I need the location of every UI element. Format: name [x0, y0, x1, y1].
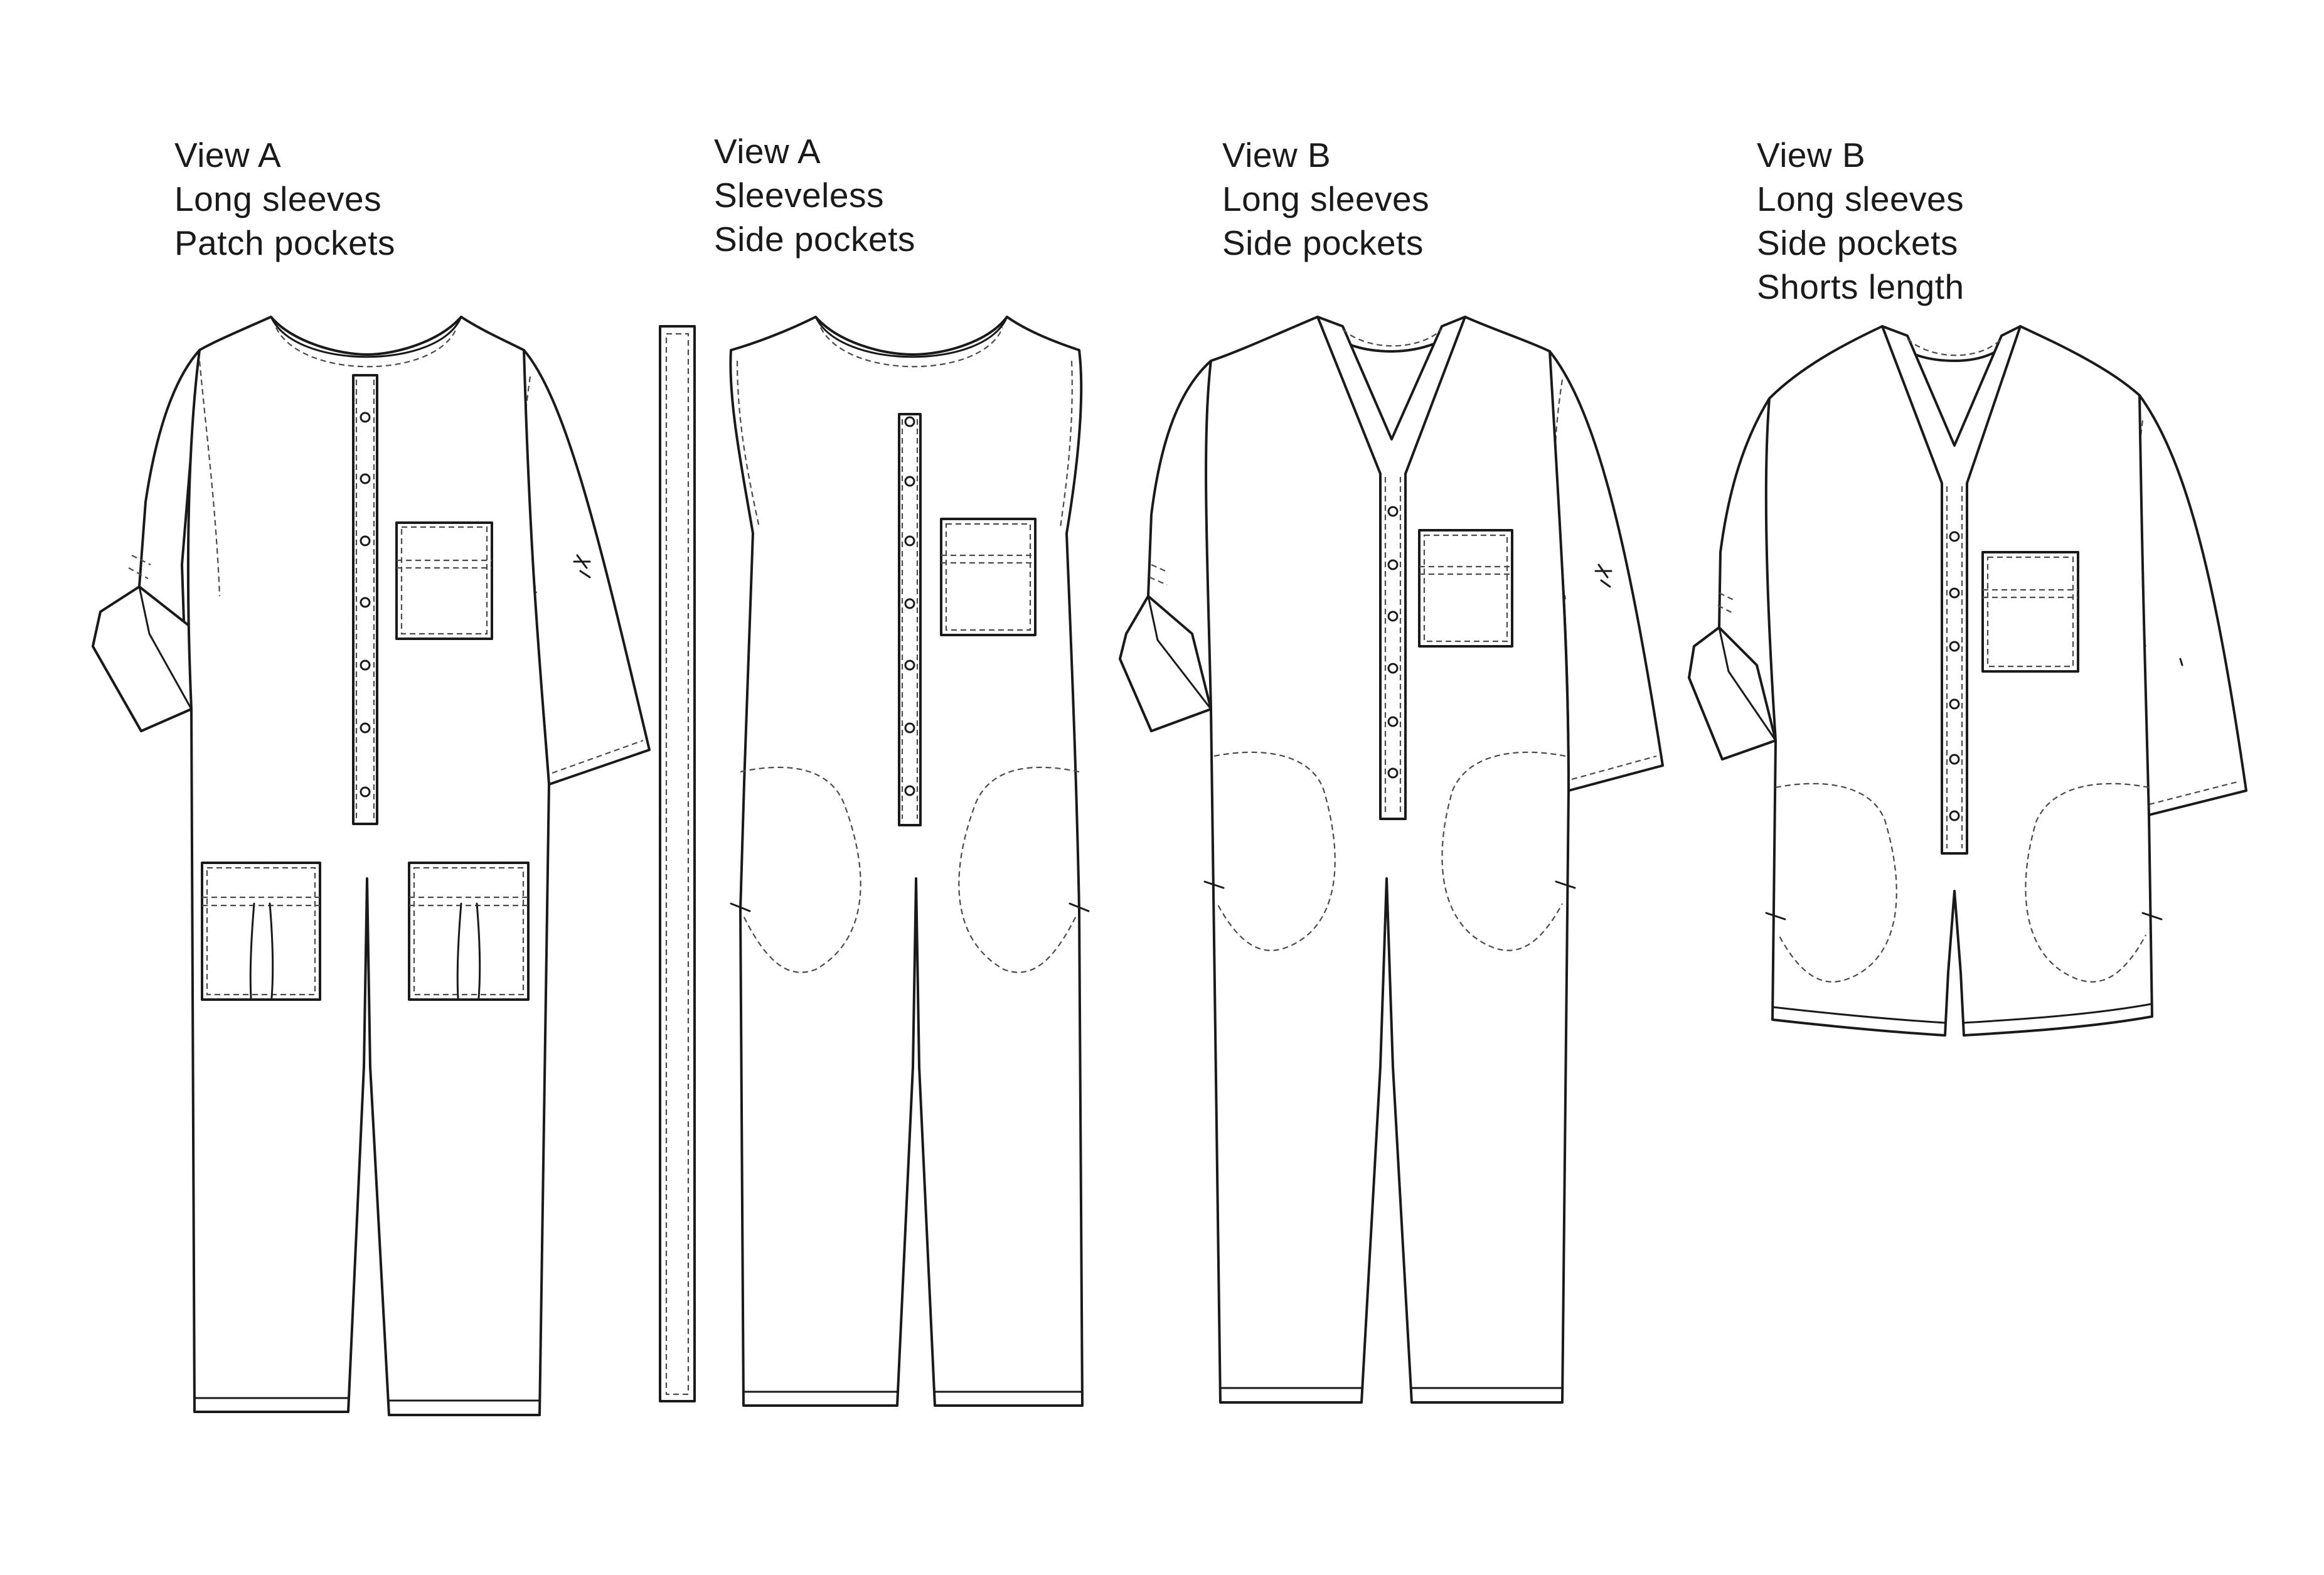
chest-pocket-stitch	[941, 523, 1035, 631]
view-label-1: View A Long sleeves Patch pockets	[174, 133, 395, 265]
view-label-line: View A	[174, 136, 282, 174]
pocket-notch	[730, 902, 1090, 912]
sleeve-tab-stitch	[1717, 592, 1735, 614]
view-label-2: View A Sleeveless Side pockets	[714, 129, 915, 261]
chest-pocket-stitch	[397, 526, 492, 635]
chest-pocket	[940, 518, 1037, 636]
view-label-line: Side pockets	[1757, 223, 1958, 262]
sleeve-hem-stitch	[2148, 780, 2241, 806]
sleeve-tab	[1594, 563, 1612, 588]
view-label-line: Side pockets	[1222, 223, 1424, 262]
yoke-stitch	[198, 360, 221, 597]
belt-stitch	[665, 333, 690, 1396]
view-label-line: View B	[1222, 136, 1331, 174]
jumpsuit-view-a-sleeveless	[729, 316, 1090, 1407]
chest-pocket-stitch	[1419, 534, 1512, 643]
view-label-4: View B Long sleeves Side pockets Shorts …	[1757, 133, 1964, 309]
view-label-line: Sleeveless	[714, 176, 884, 215]
right-side-pocket-stitch	[2025, 782, 2150, 983]
sleeve-hem-stitch	[1571, 755, 1657, 781]
sleeve-hem-stitch	[552, 739, 644, 774]
romper-view-b-shorts	[1688, 325, 2247, 1037]
left-side-pocket-stitch	[1213, 751, 1336, 951]
chest-pocket	[1981, 551, 2079, 673]
view-label-line: Long sleeves	[1222, 179, 1430, 218]
left-pocket-pleat	[249, 902, 274, 999]
sleeve-tab-stitch	[1149, 563, 1169, 586]
chest-pocket	[1418, 529, 1513, 648]
view-label-line: View B	[1757, 136, 1866, 174]
neckline	[814, 316, 1008, 358]
view-label-line: Patch pockets	[174, 223, 395, 262]
pocket-notch	[1765, 912, 2163, 921]
jumpsuit-view-b-long-sleeves	[1119, 316, 1664, 1404]
neckline	[270, 316, 462, 358]
cuff-fold-line	[138, 585, 193, 710]
neckline-stitch	[1342, 329, 1442, 347]
sleeve-tab	[2179, 658, 2183, 666]
right-patch-pocket	[408, 862, 530, 1001]
left-pocket-stitch	[202, 867, 320, 996]
view-label-line: View A	[714, 132, 821, 171]
placket-buttons	[904, 416, 915, 796]
placket-stitch	[901, 419, 919, 819]
placket-buttons	[1387, 506, 1399, 779]
left-patch-pocket	[201, 862, 321, 1001]
right-pocket-stitch	[409, 867, 528, 996]
view-label-line: Shorts length	[1757, 267, 1964, 306]
belt-tie	[659, 325, 696, 1402]
sleeve-tab-stitch	[128, 555, 151, 579]
right-pocket-pleat	[456, 902, 481, 999]
hem-line	[193, 1397, 541, 1402]
view-label-line: Long sleeves	[174, 179, 382, 218]
cuff-fold-line	[1147, 595, 1212, 710]
pocket-notch	[1203, 880, 1576, 889]
hem-line	[1772, 1003, 2153, 1024]
chest-pocket	[395, 521, 493, 640]
placket-buttons	[1949, 531, 1960, 821]
placket-buttons	[360, 412, 371, 798]
view-label-line: Side pockets	[714, 220, 915, 259]
neckline-stitch	[1907, 338, 2002, 356]
cuff-fold-line	[1718, 626, 1777, 742]
neckline-stitch	[820, 327, 1004, 368]
neckline-stitch	[275, 327, 458, 368]
jumpsuit-view-a-long-sleeves	[92, 316, 651, 1416]
left-side-pocket-stitch	[1775, 782, 1897, 983]
belt-outline	[659, 325, 696, 1402]
placket-stitch	[1946, 486, 1963, 848]
sleeve-tab	[573, 554, 591, 579]
view-label-3: View B Long sleeves Side pockets	[1222, 133, 1429, 265]
chest-pocket-stitch	[1983, 556, 2078, 668]
right-side-pocket-stitch	[1441, 751, 1566, 951]
right-sleeve	[2135, 394, 2247, 817]
view-label-line: Long sleeves	[1757, 179, 1964, 218]
placket-stitch	[355, 380, 375, 819]
